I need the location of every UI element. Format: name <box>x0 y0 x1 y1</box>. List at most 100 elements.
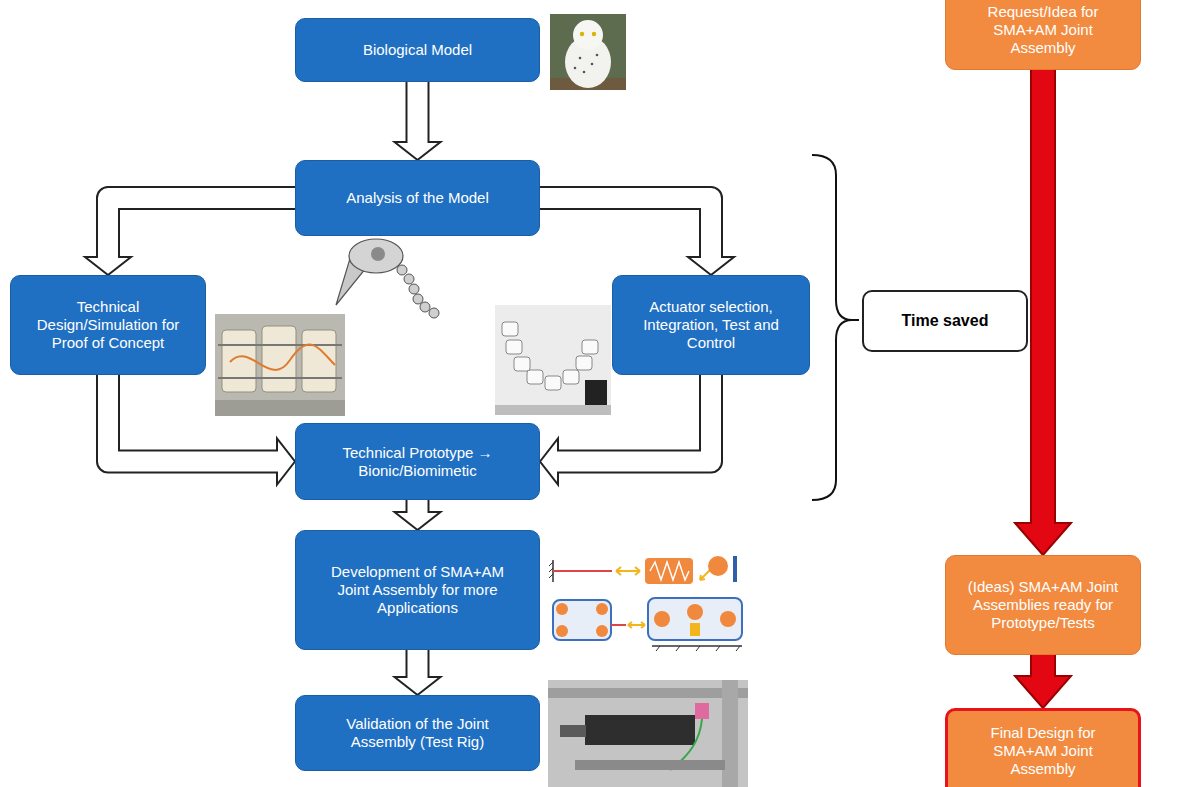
arrow-shaft <box>540 198 711 260</box>
node-label: Technical Design/Simulation for Proof of… <box>31 298 185 352</box>
node-label: (Ideas) SMA+AM Joint Assemblies ready fo… <box>960 578 1126 632</box>
prototype-photo <box>218 344 342 346</box>
prototype-photo <box>215 314 345 416</box>
block-arrow <box>540 198 734 275</box>
process-box: Actuator selection, Integration, Test an… <box>612 275 810 375</box>
test-rig-photo <box>722 680 738 787</box>
process-box: (Ideas) SMA+AM Joint Assemblies ready fo… <box>945 555 1141 655</box>
node-label: Final Design for SMA+AM Joint Assembly <box>962 724 1124 778</box>
arrow-head <box>1015 523 1071 555</box>
schematic-drawing <box>628 622 645 628</box>
block-arrow <box>395 500 441 530</box>
owl-photo <box>550 14 626 90</box>
schematic-drawing <box>549 556 742 651</box>
prototype-photo <box>230 344 335 369</box>
process-box: Request/Idea for SMA+AM Joint Assembly <box>945 0 1141 70</box>
prototype-photo <box>576 356 592 370</box>
schematic-drawing <box>556 603 568 615</box>
skull-scan <box>420 302 430 312</box>
skull-scan <box>397 265 407 275</box>
note-box: Time saved <box>862 290 1028 352</box>
owl-photo <box>583 71 586 74</box>
block-arrow <box>540 375 711 485</box>
process-box: Biological Model <box>295 18 540 82</box>
schematic-drawing <box>720 611 736 627</box>
process-box: Analysis of the Model <box>295 160 540 236</box>
time-bracket <box>852 319 859 321</box>
prototype-photo <box>215 400 345 416</box>
schematic-drawing <box>733 556 737 582</box>
schematic-drawing <box>645 558 693 584</box>
owl-photo <box>580 32 584 36</box>
prototype-photo <box>495 305 611 415</box>
skull-scan <box>409 284 419 294</box>
schematic-drawing <box>616 567 640 575</box>
prototype-photo <box>495 305 611 415</box>
test-rig-photo <box>585 715 695 745</box>
result-box: Final Design for SMA+AM Joint Assembly <box>945 708 1141 787</box>
skull-scan <box>413 294 423 304</box>
node-label: Actuator selection, Integration, Test an… <box>633 298 789 352</box>
prototype-photo <box>222 330 256 392</box>
owl-photo <box>579 57 582 60</box>
prototype-photo <box>514 357 530 371</box>
prototype-photo <box>545 376 561 390</box>
arrow-shaft-outline <box>108 375 277 462</box>
process-box: Technical Design/Simulation for Proof of… <box>10 275 206 375</box>
arrow-shaft <box>555 375 711 462</box>
skull-scan <box>336 239 439 318</box>
skull-scan <box>371 247 385 261</box>
schematic-drawing <box>648 598 742 640</box>
time-bracket <box>812 155 859 500</box>
prototype-photo <box>527 370 543 384</box>
owl-photo <box>550 14 626 90</box>
arrow-shaft <box>108 198 295 260</box>
test-rig-photo <box>560 725 586 737</box>
schematic-drawing <box>654 611 670 627</box>
owl-photo <box>591 63 594 66</box>
process-box: Validation of the Joint Assembly (Test R… <box>295 695 540 771</box>
node-label: Analysis of the Model <box>346 189 489 207</box>
skull-scan <box>404 274 414 284</box>
node-label: Biological Model <box>363 41 472 59</box>
prototype-photo <box>563 370 579 384</box>
owl-photo <box>592 32 596 36</box>
time-bracket <box>812 155 852 500</box>
block-arrow <box>395 82 441 160</box>
schematic-drawing <box>549 562 553 566</box>
prototype-photo <box>502 322 518 336</box>
arrow-shaft <box>108 375 280 462</box>
schematic-drawing <box>611 624 626 626</box>
schematic-drawing <box>656 646 740 651</box>
arrow-shaft <box>408 500 428 515</box>
schematic-drawing <box>690 623 700 636</box>
schematic-drawing <box>708 556 728 576</box>
schematic-drawing <box>553 570 612 572</box>
skull-scan <box>349 239 403 273</box>
test-rig-photo <box>548 688 748 698</box>
schematic-drawing <box>549 574 553 578</box>
block-arrow <box>108 375 295 485</box>
arrow-shaft <box>1032 655 1054 679</box>
node-label: Time saved <box>902 311 989 330</box>
test-rig-photo <box>695 703 709 719</box>
owl-photo <box>573 20 603 50</box>
prototype-photo <box>495 405 611 415</box>
schematic-drawing <box>596 603 608 615</box>
schematic-drawing <box>652 645 742 647</box>
schematic-drawing <box>556 625 568 637</box>
arrow-shaft <box>408 650 428 680</box>
test-rig-photo <box>548 680 748 787</box>
test-rig-photo <box>575 760 725 770</box>
node-label: Development of SMA+AM Joint Assembly for… <box>326 563 509 617</box>
prototype-photo <box>506 340 522 354</box>
prototype-photo <box>582 340 598 354</box>
node-label: Technical Prototype → Bionic/Biomimetic <box>326 444 509 480</box>
schematic-drawing <box>596 625 608 637</box>
arrow-shaft <box>1032 70 1054 526</box>
prototype-photo <box>218 377 342 379</box>
